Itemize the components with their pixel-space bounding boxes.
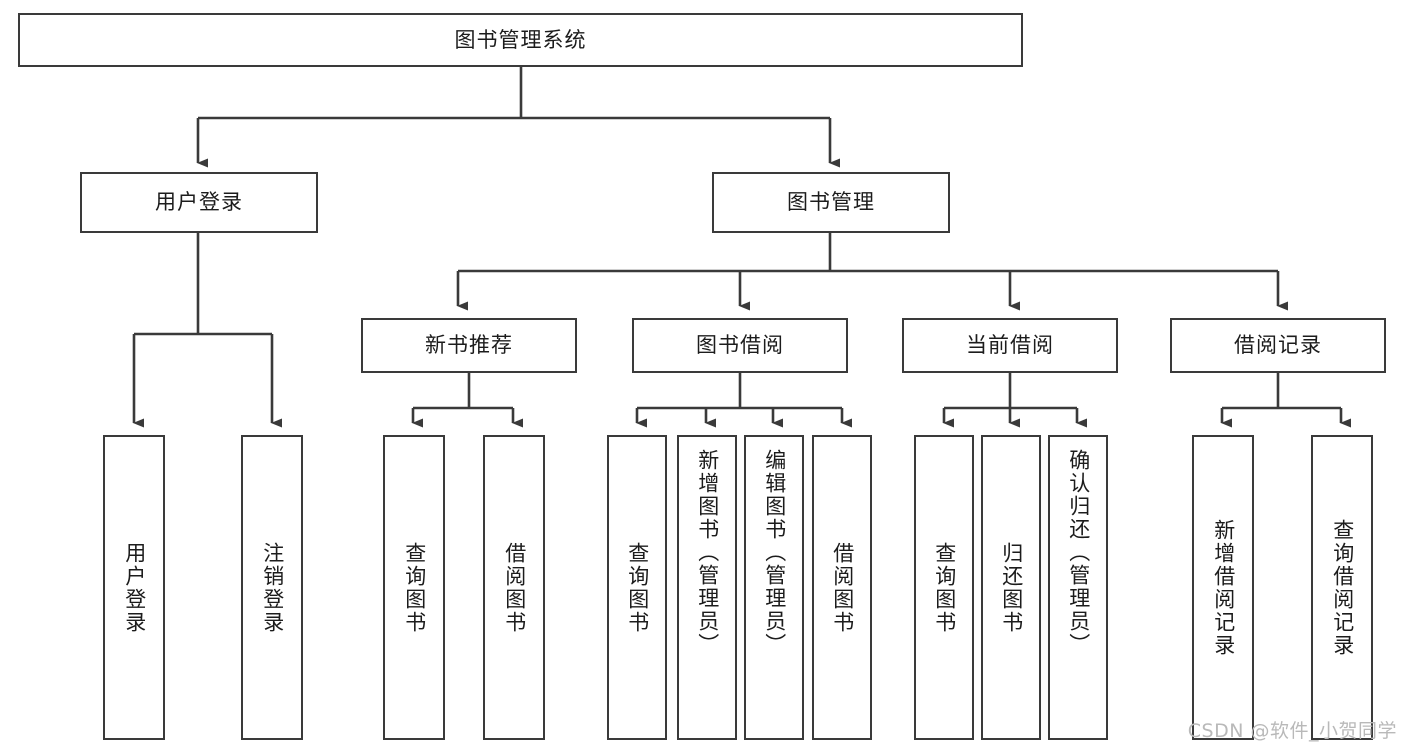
node-book-management[interactable]: 图书管理 (712, 172, 950, 233)
csdn-watermark: CSDN @软件_小贺同学 (1187, 720, 1397, 742)
node-label: 确认归还（管理员） (1066, 449, 1091, 656)
node-label: 编辑图书（管理员） (762, 449, 787, 656)
node-label: 新增借阅记录 (1211, 518, 1236, 657)
node-label: 借阅图书 (502, 541, 527, 634)
leaf-user-login-logout[interactable]: 注销登录 (241, 435, 303, 740)
node-label: 借阅记录 (1234, 333, 1322, 358)
leaf-borrow-edit-book-admin[interactable]: 编辑图书（管理员） (744, 435, 804, 740)
leaf-borrow-add-book-admin[interactable]: 新增图书（管理员） (677, 435, 737, 740)
leaf-user-login-login[interactable]: 用户登录 (103, 435, 165, 740)
leaf-new-book-query[interactable]: 查询图书 (383, 435, 445, 740)
node-label: 用户登录 (155, 190, 243, 215)
node-label: 图书管理 (787, 190, 875, 215)
leaf-borrow-borrow-book[interactable]: 借阅图书 (812, 435, 872, 740)
leaf-record-add-record[interactable]: 新增借阅记录 (1192, 435, 1254, 740)
node-label: 图书借阅 (696, 333, 784, 358)
node-new-book-recommend[interactable]: 新书推荐 (361, 318, 577, 373)
node-label: 查询借阅记录 (1330, 518, 1355, 657)
node-label: 查询图书 (932, 541, 957, 634)
leaf-current-confirm-return-admin[interactable]: 确认归还（管理员） (1048, 435, 1108, 740)
node-label: 用户登录 (122, 541, 147, 634)
leaf-current-query-book[interactable]: 查询图书 (914, 435, 974, 740)
node-label: 借阅图书 (830, 541, 855, 634)
leaf-record-query-record[interactable]: 查询借阅记录 (1311, 435, 1373, 740)
leaf-new-book-borrow[interactable]: 借阅图书 (483, 435, 545, 740)
node-label: 归还图书 (999, 541, 1024, 634)
leaf-borrow-query-book[interactable]: 查询图书 (607, 435, 667, 740)
node-current-borrow[interactable]: 当前借阅 (902, 318, 1118, 373)
node-label: 注销登录 (260, 541, 285, 634)
node-label: 新书推荐 (425, 333, 513, 358)
node-label: 当前借阅 (966, 333, 1054, 358)
node-label: 查询图书 (402, 541, 427, 634)
node-label: 查询图书 (625, 541, 650, 634)
node-label: 图书管理系统 (454, 27, 587, 52)
node-user-login[interactable]: 用户登录 (80, 172, 318, 233)
node-borrow-record[interactable]: 借阅记录 (1170, 318, 1386, 373)
node-root-system[interactable]: 图书管理系统 (18, 13, 1023, 67)
node-label: 新增图书（管理员） (695, 449, 720, 656)
leaf-current-return-book[interactable]: 归还图书 (981, 435, 1041, 740)
node-book-borrow[interactable]: 图书借阅 (632, 318, 848, 373)
